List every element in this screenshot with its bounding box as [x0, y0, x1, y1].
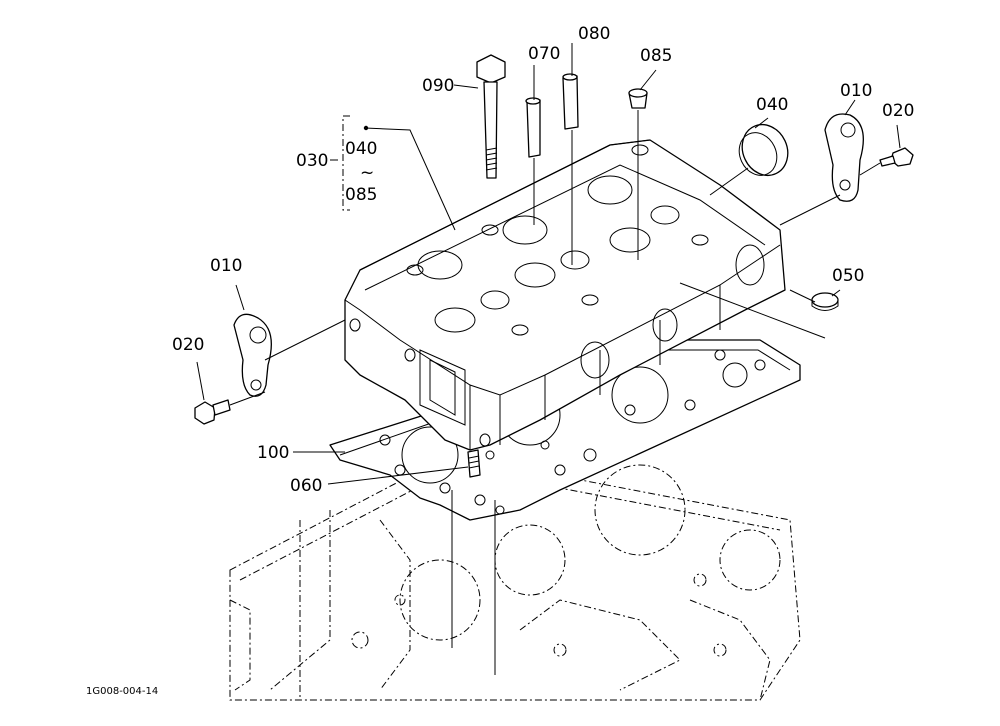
callout-040-range-start: 040	[345, 139, 377, 159]
callout-070: 070	[528, 44, 560, 64]
valve-guide-070	[525, 97, 541, 158]
callout-020-left: 020	[172, 335, 204, 355]
bracket-030	[342, 115, 369, 211]
callout-085: 085	[640, 46, 672, 66]
callout-085-range-end: 085	[345, 185, 377, 205]
expansion-plug-040	[738, 124, 789, 176]
callout-010-right: 010	[840, 81, 872, 101]
callout-040: 040	[756, 95, 788, 115]
engine-hanger-010-right	[824, 113, 864, 202]
head-bolt-090	[476, 54, 506, 179]
engine-hanger-010-left	[233, 313, 272, 397]
leader-lines	[196, 43, 901, 675]
callout-050: 050	[832, 266, 864, 286]
plug-050	[811, 292, 839, 311]
cylinder-head	[344, 139, 786, 451]
callout-030: 030	[296, 151, 328, 171]
callout-range-tilde: ~	[360, 163, 374, 183]
drawing-code: 1G008-004-14	[86, 686, 158, 697]
stud-060	[467, 449, 481, 478]
callout-020-right: 020	[882, 101, 914, 121]
callout-010-left: 010	[210, 256, 242, 276]
callout-080: 080	[578, 24, 610, 44]
valve-guide-080	[562, 73, 579, 130]
bolt-020-right	[879, 147, 914, 167]
callout-060: 060	[290, 476, 322, 496]
bolt-020-left	[194, 399, 231, 425]
callout-090: 090	[422, 76, 454, 96]
plug-085	[628, 88, 648, 109]
callout-100: 100	[257, 443, 289, 463]
